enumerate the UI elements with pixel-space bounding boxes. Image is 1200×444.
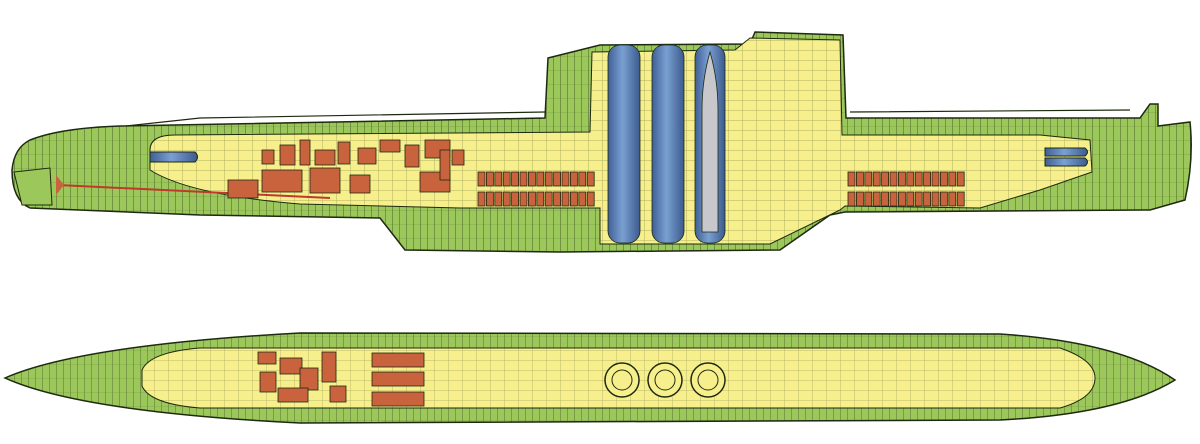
battery-cell bbox=[956, 171, 965, 187]
battery-cell bbox=[511, 171, 520, 187]
battery-cell bbox=[586, 191, 595, 207]
battery-cell bbox=[923, 191, 931, 207]
battery-cell bbox=[948, 191, 957, 207]
battery-cell bbox=[872, 171, 881, 187]
battery-cell bbox=[519, 191, 528, 207]
battery-bank bbox=[371, 391, 425, 407]
battery-bank bbox=[371, 371, 425, 387]
battery-cell bbox=[570, 171, 578, 187]
machinery-block bbox=[404, 144, 420, 168]
machinery-block bbox=[379, 139, 401, 153]
battery-cell bbox=[847, 171, 856, 187]
battery-cell bbox=[948, 171, 957, 187]
battery-cell bbox=[494, 171, 503, 187]
battery-cell bbox=[914, 171, 923, 187]
battery-cell bbox=[519, 171, 528, 187]
battery-cell bbox=[578, 191, 587, 207]
machinery-block bbox=[257, 351, 277, 365]
battery-cell bbox=[528, 171, 536, 187]
machinery-block bbox=[299, 367, 319, 391]
battery-cell bbox=[931, 171, 940, 187]
battery-cell bbox=[477, 171, 486, 187]
battery-cell bbox=[561, 171, 570, 187]
battery-cell bbox=[914, 191, 923, 207]
machinery-block bbox=[309, 167, 341, 194]
machinery-block bbox=[259, 371, 277, 393]
battery-cell bbox=[956, 191, 965, 207]
battery-cell bbox=[906, 171, 915, 187]
machinery-block bbox=[227, 179, 259, 199]
battery-bank bbox=[371, 352, 425, 368]
machinery-block bbox=[349, 174, 371, 194]
machinery-block bbox=[451, 149, 465, 166]
machinery-block bbox=[277, 387, 309, 403]
battery-cell bbox=[502, 191, 511, 207]
battery-cell bbox=[923, 171, 931, 187]
battery-cell bbox=[544, 191, 553, 207]
battery-cell bbox=[864, 191, 873, 207]
battery-cell bbox=[511, 191, 520, 207]
battery-cell bbox=[889, 191, 898, 207]
battery-cell bbox=[485, 191, 494, 207]
battery-cell bbox=[536, 191, 545, 207]
battery-cell bbox=[847, 191, 856, 207]
battery-cell bbox=[856, 171, 864, 187]
battery-cell bbox=[864, 171, 873, 187]
missile-hatch-inner bbox=[611, 369, 633, 391]
missile-hatches bbox=[604, 362, 726, 398]
battery-cell bbox=[940, 171, 948, 187]
battery-cell bbox=[494, 191, 503, 207]
battery-cell bbox=[561, 191, 570, 207]
battery-cell bbox=[881, 171, 889, 187]
stern-tail-section bbox=[13, 167, 53, 206]
plan-view bbox=[3, 332, 1177, 424]
battery-cell bbox=[898, 191, 906, 207]
battery-cell bbox=[578, 171, 587, 187]
battery-cell bbox=[931, 191, 940, 207]
missile bbox=[701, 50, 719, 233]
machinery-block bbox=[299, 139, 311, 166]
machinery-block bbox=[314, 149, 336, 166]
missile-tube bbox=[607, 44, 641, 244]
battery-cell bbox=[881, 191, 889, 207]
missile-hatch-inner bbox=[697, 369, 719, 391]
battery-cell bbox=[485, 171, 494, 187]
machinery-block bbox=[321, 351, 337, 383]
propeller-icon bbox=[56, 175, 64, 195]
battery-cell bbox=[906, 191, 915, 207]
machinery-block bbox=[261, 169, 303, 193]
missile-hatch-inner bbox=[654, 369, 676, 391]
battery-cell bbox=[553, 191, 561, 207]
battery-cell bbox=[586, 171, 595, 187]
machinery-block bbox=[337, 141, 351, 165]
battery-cell bbox=[536, 171, 545, 187]
missile-tube bbox=[651, 44, 685, 244]
battery-cell bbox=[856, 191, 864, 207]
battery-cell bbox=[898, 171, 906, 187]
machinery-block bbox=[261, 149, 275, 165]
bow-torpedo-tube-upper bbox=[1044, 147, 1088, 157]
propeller-shaft bbox=[57, 184, 331, 199]
machinery-block bbox=[357, 147, 377, 165]
engine-room-machinery bbox=[227, 139, 965, 207]
battery-cell bbox=[553, 171, 561, 187]
battery-cell bbox=[570, 191, 578, 207]
battery-cell bbox=[544, 171, 553, 187]
side-profile bbox=[11, 31, 1192, 253]
missile-tubes bbox=[607, 44, 726, 244]
machinery-block bbox=[279, 357, 303, 375]
machinery-block bbox=[439, 149, 451, 181]
machinery-block bbox=[279, 144, 296, 166]
battery-cell bbox=[940, 191, 948, 207]
plan-machinery bbox=[257, 351, 425, 407]
battery-cell bbox=[502, 171, 511, 187]
battery-cell bbox=[872, 191, 881, 207]
battery-cell bbox=[528, 191, 536, 207]
battery-cell bbox=[889, 171, 898, 187]
stern-torpedo-tube bbox=[149, 151, 198, 163]
bow-torpedo-tube-lower bbox=[1044, 157, 1088, 167]
battery-cell bbox=[477, 191, 486, 207]
machinery-block bbox=[329, 385, 347, 403]
